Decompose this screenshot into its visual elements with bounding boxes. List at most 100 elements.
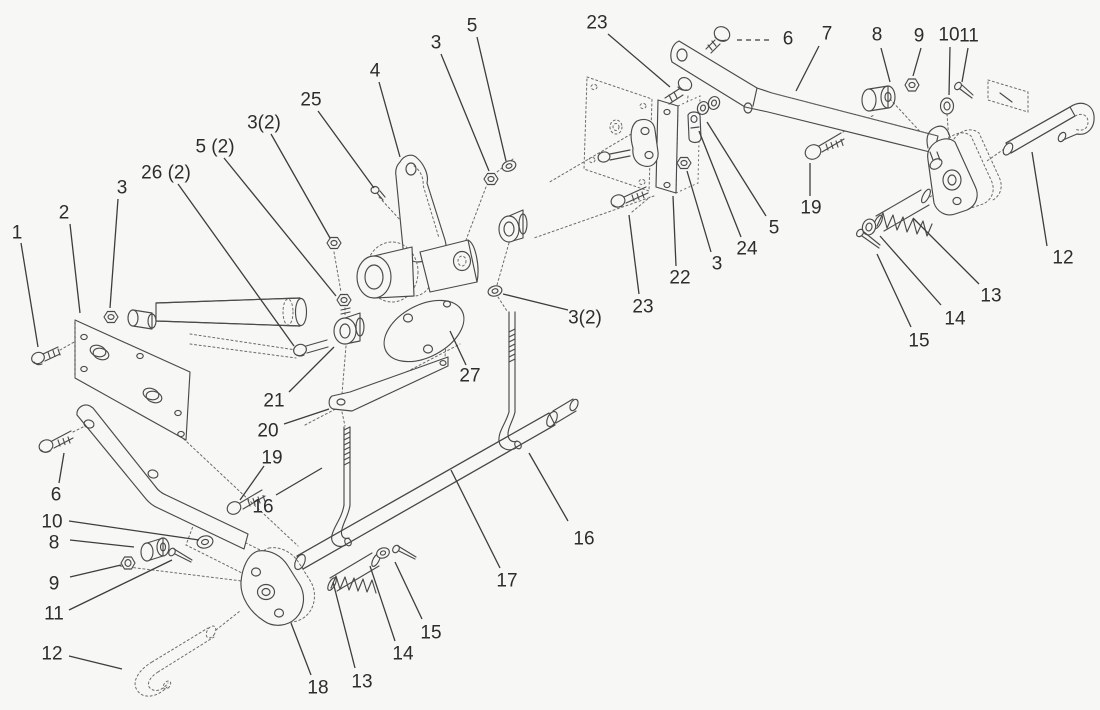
part-8-spacer-right xyxy=(861,85,896,112)
callout-label-16-32: 16 xyxy=(252,497,273,518)
leader-line-25-6 xyxy=(317,110,375,189)
leader-line-23-26 xyxy=(628,214,640,295)
leader-line-10-34 xyxy=(68,520,200,541)
part-3-washer-right xyxy=(487,285,503,297)
callout-label-22-22: 22 xyxy=(669,268,690,289)
leader-line-3-2 xyxy=(109,198,119,309)
callout-label-14-20: 14 xyxy=(944,309,966,330)
callout-label-23-26: 23 xyxy=(632,297,653,318)
leader-line-20-30 xyxy=(283,408,330,425)
callout-label-7-12: 7 xyxy=(822,24,833,45)
part-15-cotter-pin-bottom xyxy=(392,544,417,560)
leader-line-1-0 xyxy=(20,242,39,348)
leader-line-19-31 xyxy=(239,465,265,501)
part-25-screw xyxy=(370,185,386,201)
part-9-nut-right xyxy=(904,78,920,92)
leader-line-10-15 xyxy=(948,46,951,96)
callout-label-13-19: 13 xyxy=(980,286,1001,307)
leader-line-18-39 xyxy=(290,622,312,676)
leader-line-12-38 xyxy=(68,655,123,670)
part-4-arm xyxy=(395,154,447,263)
callout-label-3-8: 3 xyxy=(431,33,442,54)
callout-label-6-11: 6 xyxy=(783,29,794,50)
part-1-bolt xyxy=(31,346,61,366)
part-20-link xyxy=(328,356,449,412)
part-22-plate xyxy=(655,95,701,194)
leader-line-26(2)-3 xyxy=(177,183,295,347)
leader-line-27-28 xyxy=(449,330,467,366)
construction-lines xyxy=(59,95,1005,631)
callout-label-5-24: 5 xyxy=(769,218,780,239)
lower-left-bracket xyxy=(76,404,249,550)
leader-line-21-29 xyxy=(288,346,335,393)
part-7-lever xyxy=(670,40,939,154)
leader-line-24-23 xyxy=(698,130,742,238)
callout-label-17-43: 17 xyxy=(496,571,517,592)
leader-line-23-10 xyxy=(607,33,671,88)
callout-label-2-1: 2 xyxy=(59,203,70,224)
leader-line-11-16 xyxy=(961,47,969,83)
part-8-spacer-left xyxy=(140,537,170,562)
part-3-nut-upper xyxy=(326,236,342,250)
part-19-carriage-bolt-left xyxy=(226,489,266,515)
leader-line-9-36 xyxy=(69,564,122,578)
callout-label-3-2: 3 xyxy=(117,178,128,199)
part-5-washer-top xyxy=(501,160,517,172)
leader-line-2-1 xyxy=(69,223,81,314)
callout-label-18-39: 18 xyxy=(307,678,328,699)
part-12-hook-rod-right xyxy=(1002,102,1095,156)
callout-label-14-41: 14 xyxy=(392,644,414,665)
part-6-bolt-top xyxy=(705,26,731,54)
leader-line-5(2)-4 xyxy=(223,157,337,297)
callout-label-15-42: 15 xyxy=(420,623,441,644)
part-21-pivot-bushing xyxy=(333,312,365,345)
leader-line-13-40 xyxy=(332,581,356,669)
part-6-bolt-lower xyxy=(38,430,74,453)
part-18-bracket xyxy=(240,547,315,626)
callout-label-5-9: 5 xyxy=(467,16,478,37)
callout-label-26(2)-3: 26 (2) xyxy=(141,163,191,184)
leader-line-16-44 xyxy=(528,452,569,522)
leader-line-5-24 xyxy=(706,121,767,217)
leader-line-11-37 xyxy=(68,559,173,611)
part-11-cotter-pin-left xyxy=(168,547,193,563)
callout-label-25-6: 25 xyxy=(300,90,321,111)
center-bushing xyxy=(498,209,528,243)
callout-label-4-7: 4 xyxy=(370,61,381,82)
callout-label-11-16: 11 xyxy=(959,26,979,47)
part-3-nut-top xyxy=(483,172,499,186)
leader-line-13-19 xyxy=(912,217,980,285)
part-2-left-plate xyxy=(74,319,191,441)
callout-label-11-37: 11 xyxy=(44,604,64,625)
leader-line-3-8 xyxy=(440,53,490,172)
callout-label-1-0: 1 xyxy=(12,223,23,244)
leader-line-3-25 xyxy=(686,170,712,253)
leader-line-12-18 xyxy=(1031,151,1048,247)
leader-line-3(2)-5 xyxy=(270,133,331,239)
callout-label-23-10: 23 xyxy=(586,13,607,34)
hidden-frame-plate xyxy=(583,76,653,192)
part-5-washers-mid xyxy=(696,96,721,115)
part-5-nut-lower xyxy=(336,293,352,315)
part-16-rod-right xyxy=(498,311,522,451)
callout-label-12-18: 12 xyxy=(1052,248,1073,269)
part-15-cotter-pin-right xyxy=(855,228,881,249)
part-10-washer-right xyxy=(939,97,955,115)
callout-label-5(2)-4: 5 (2) xyxy=(195,137,234,158)
callout-label-19-17: 19 xyxy=(800,198,821,219)
part-14-washer-bottom xyxy=(376,547,390,559)
callout-label-10-15: 10 xyxy=(938,25,959,46)
callout-label-3-25: 3 xyxy=(712,254,723,275)
part-11-cotter-pin-right xyxy=(953,81,974,99)
callout-label-27-28: 27 xyxy=(459,366,480,387)
leader-line-4-7 xyxy=(378,81,401,158)
leader-line-17-43 xyxy=(450,469,501,569)
part-12-hook-rod-left xyxy=(134,625,217,697)
part-3-nut xyxy=(103,310,119,324)
callout-label-15-21: 15 xyxy=(908,331,929,352)
callout-label-8-13: 8 xyxy=(872,25,883,46)
leader-line-16-32 xyxy=(275,467,323,496)
